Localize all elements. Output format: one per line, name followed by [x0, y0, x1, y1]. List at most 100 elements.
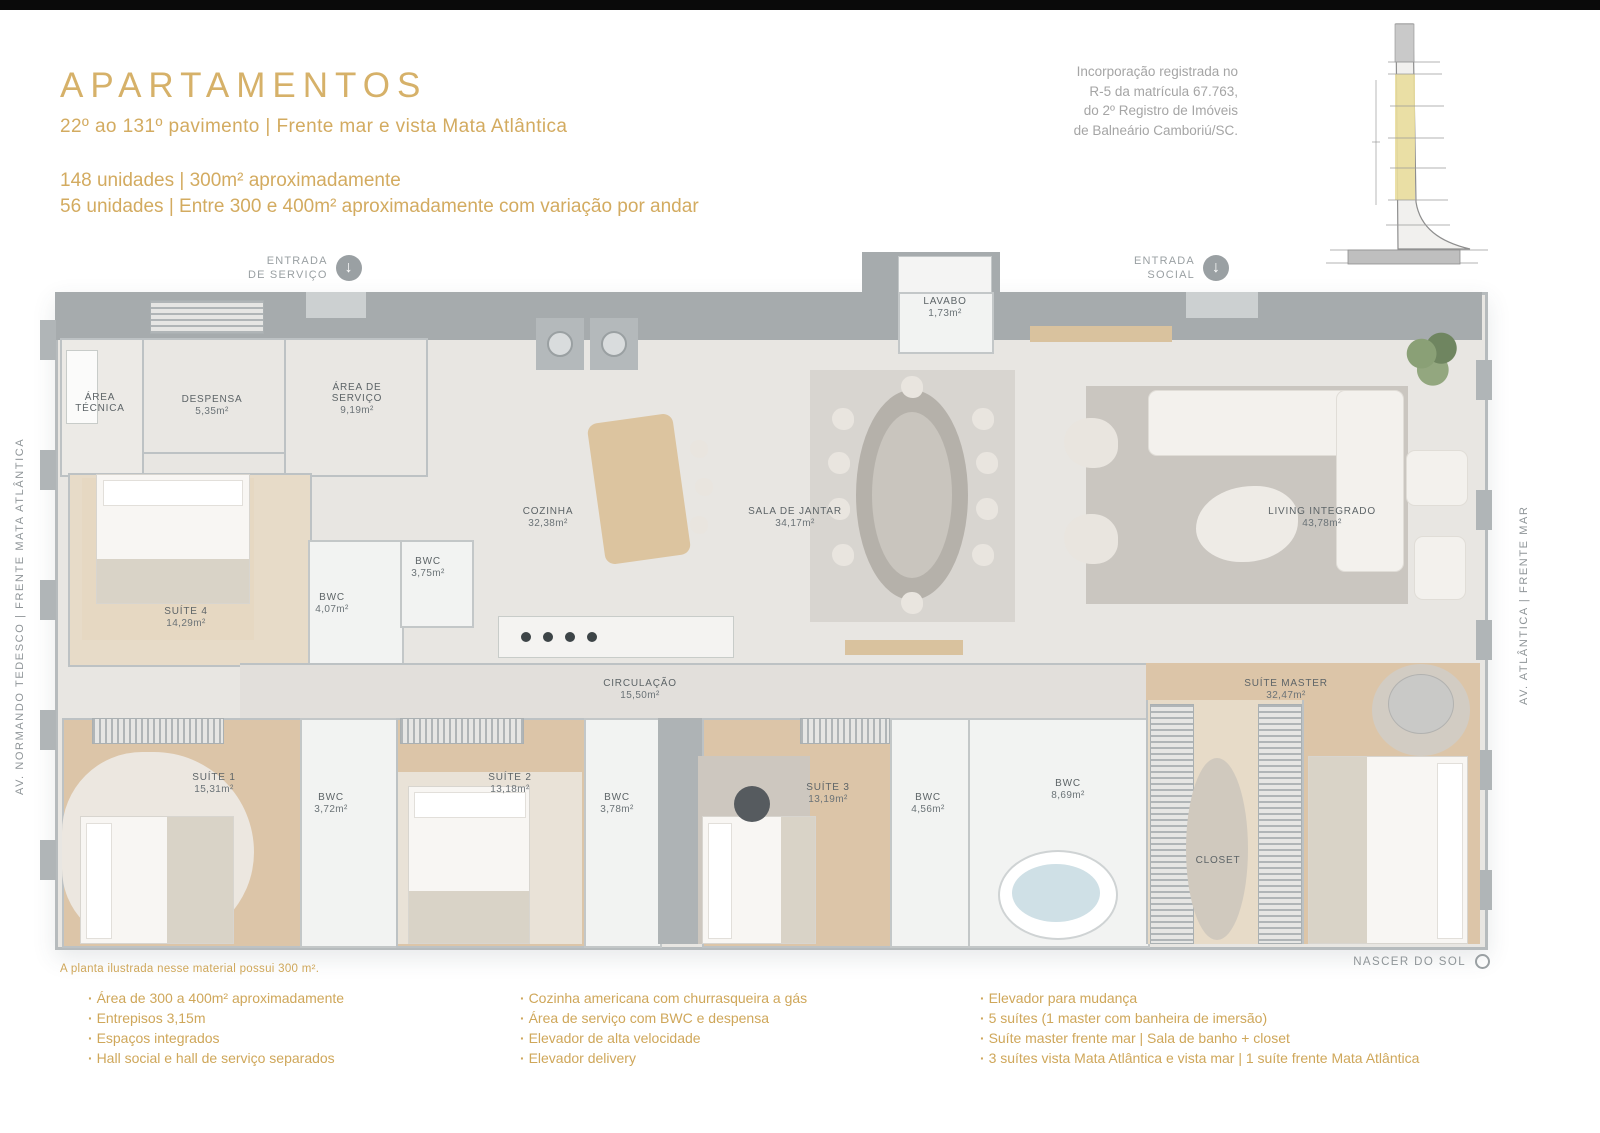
service-hall-core	[658, 718, 702, 944]
registration-line: de Balneário Camboriú/SC.	[1073, 122, 1238, 138]
room-label-cozinha: COZINHA	[522, 506, 574, 517]
plan-note: A planta ilustrada nesse material possui…	[60, 963, 320, 975]
closet-wardrobe	[1258, 704, 1302, 944]
master-lounge-chair	[1388, 674, 1454, 734]
suite1-bed	[80, 816, 234, 944]
balcony-tab	[1476, 490, 1492, 530]
room-label-bwc-378: BWC	[604, 792, 630, 803]
service-entry-landing	[306, 292, 366, 318]
down-arrow-icon: ↓	[335, 255, 362, 282]
service-entrance: ENTRADA DE SERVIÇO ↓	[248, 254, 362, 283]
dining-chair	[832, 408, 854, 430]
sofa-chaise	[1336, 390, 1404, 572]
room-label-bwc-456: BWC	[915, 792, 941, 803]
top-black-bar	[0, 0, 1600, 10]
social-entry-landing	[1186, 292, 1258, 318]
feature-item: 3 suítes vista Mata Atlântica e vista ma…	[980, 1048, 1420, 1068]
dining-chair	[901, 592, 923, 614]
room-bwc-372	[300, 718, 400, 948]
room-label-suite-3: SUÍTE 3	[806, 782, 850, 793]
room-label-despensa: DESPENSA	[181, 394, 243, 405]
room-label-bwc-869: BWC	[1055, 778, 1081, 789]
dining-chair	[976, 498, 998, 520]
dryer-icon	[590, 318, 638, 370]
units-line-2: 56 unidades | Entre 300 e 400m² aproxima…	[60, 196, 699, 217]
feature-item: Cozinha americana com churrasqueira a gá…	[520, 988, 808, 1008]
room-label-lavabo: LAVABO	[923, 296, 967, 307]
street-label-left: AV. NORMANDO TEDESCO | FRENTE MATA ATLÂN…	[14, 437, 26, 795]
cooktop-counter	[498, 616, 734, 658]
armchair	[1064, 418, 1118, 468]
sideboard	[1030, 326, 1172, 342]
room-label-suite-1: SUÍTE 1	[192, 772, 236, 783]
plant-icon	[1402, 332, 1458, 386]
suite2-bed	[408, 786, 530, 944]
terrace-band	[55, 292, 1482, 340]
suite3-ottoman	[734, 786, 770, 822]
balcony-tab	[40, 320, 56, 360]
balcony-tab	[1476, 620, 1492, 660]
room-label-suite-4: SUÍTE 4	[164, 606, 208, 617]
room-lavabo	[898, 292, 994, 354]
wardrobe	[92, 718, 224, 744]
suite4-bed	[96, 474, 250, 604]
bathtub-water	[1012, 864, 1100, 922]
balcony-tab	[1476, 360, 1492, 400]
lavabo-sink-counter	[898, 256, 992, 294]
master-bed	[1308, 756, 1468, 944]
dining-chair	[832, 544, 854, 566]
armchair	[1406, 450, 1468, 506]
room-label-suite-master: SUÍTE MASTER	[1244, 678, 1328, 689]
page-title: APARTAMENTOS	[60, 66, 428, 105]
registration-note: Incorporação registrada no R-5 da matríc…	[996, 62, 1238, 140]
room-label-bwc-407: BWC	[319, 592, 345, 603]
balcony-tab	[1476, 870, 1492, 910]
shelving-unit	[150, 300, 264, 334]
dining-chair	[976, 452, 998, 474]
washer-icon	[536, 318, 584, 370]
dining-chair	[901, 376, 923, 398]
features-column-3: Elevador para mudança 5 suítes (1 master…	[980, 988, 1420, 1068]
closet-rug	[1186, 758, 1248, 940]
balcony-tab	[1476, 750, 1492, 790]
feature-item: Elevador delivery	[520, 1048, 807, 1068]
registration-line: R-5 da matrícula 67.763,	[1089, 83, 1238, 99]
social-entrance: ENTRADA SOCIAL ↓	[1134, 254, 1229, 283]
registration-line: do 2º Registro de Imóveis	[1083, 103, 1238, 119]
feature-item: 5 suítes (1 master com banheira de imers…	[980, 1008, 1419, 1028]
wardrobe	[400, 718, 524, 744]
balcony-tab	[40, 710, 56, 750]
room-label-closet: CLOSET	[1195, 855, 1241, 866]
features-column-1: Área de 300 a 400m² aproximadamente Entr…	[88, 988, 344, 1068]
dining-chair	[828, 498, 850, 520]
apartments-highlight-band	[1395, 74, 1415, 200]
stool	[690, 440, 708, 458]
coffee-table	[1196, 486, 1298, 562]
room-label-bwc-375: BWC	[415, 556, 441, 567]
room-label-bwc-372: BWC	[318, 792, 344, 803]
feature-item: Hall social e hall de serviço separados	[88, 1048, 344, 1068]
room-label-area-tecnica: ÁREA TÉCNICA	[75, 392, 125, 414]
service-entrance-label: ENTRADA DE SERVIÇO	[248, 255, 328, 282]
balcony-tab	[40, 840, 56, 880]
bench	[845, 640, 963, 655]
feature-item: Área de 300 a 400m² aproximadamente	[88, 988, 344, 1008]
page-subtitle: 22º ao 131º pavimento | Frente mar e vis…	[60, 116, 568, 137]
armchair	[1414, 536, 1466, 600]
room-circulacao	[240, 663, 1146, 722]
registration-line: Incorporação registrada no	[1076, 64, 1238, 79]
tower-sketch	[1326, 23, 1488, 265]
social-entrance-label: ENTRADA SOCIAL	[1134, 255, 1195, 282]
room-label-living: LIVING INTEGRADO	[1268, 506, 1376, 517]
sunrise-indicator: NASCER DO SOL	[1280, 954, 1490, 969]
room-label-suite-2: SUÍTE 2	[488, 772, 532, 783]
feature-item: Espaços integrados	[88, 1028, 344, 1048]
room-bwc-456	[890, 718, 972, 948]
room-label-circulacao: CIRCULAÇÃO	[603, 678, 677, 689]
stool	[695, 478, 713, 496]
room-area-servico	[284, 338, 428, 477]
units-line-1: 148 unidades | 300m² aproximadamente	[60, 170, 401, 191]
balcony-tab	[40, 450, 56, 490]
features-column-2: Cozinha americana com churrasqueira a gá…	[520, 988, 808, 1068]
